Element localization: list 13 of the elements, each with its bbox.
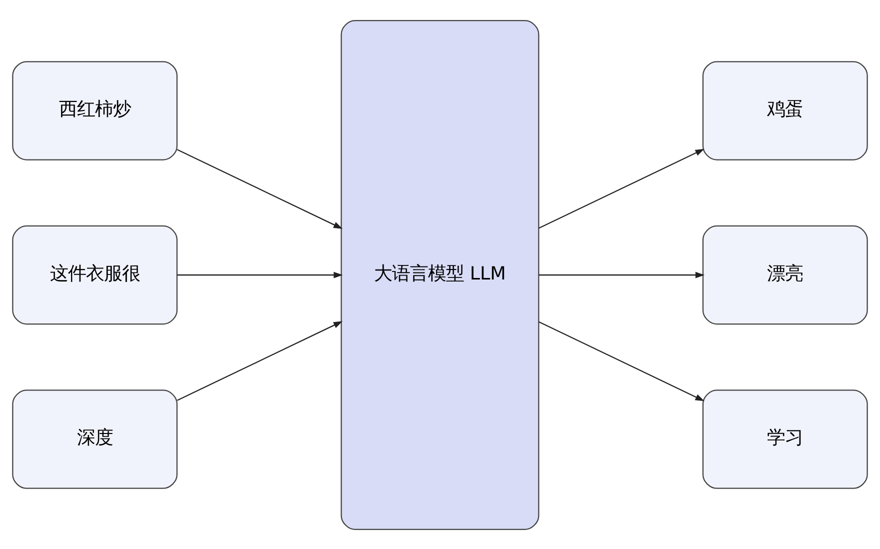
node-box: 深度 — [12, 389, 178, 488]
node-box: 学习 — [702, 389, 868, 488]
node-box: 西红柿炒 — [12, 60, 178, 160]
node-box: 鸡蛋 — [702, 60, 868, 160]
arrow — [538, 271, 705, 278]
arrow — [177, 271, 343, 278]
arrow — [177, 320, 343, 400]
arrow — [177, 148, 343, 228]
arrow — [538, 320, 704, 401]
node-box: 漂亮 — [702, 224, 868, 324]
node-box: 这件衣服很 — [12, 224, 178, 324]
node-box: 大语言模型 LLM — [340, 20, 540, 530]
arrow — [538, 148, 704, 228]
